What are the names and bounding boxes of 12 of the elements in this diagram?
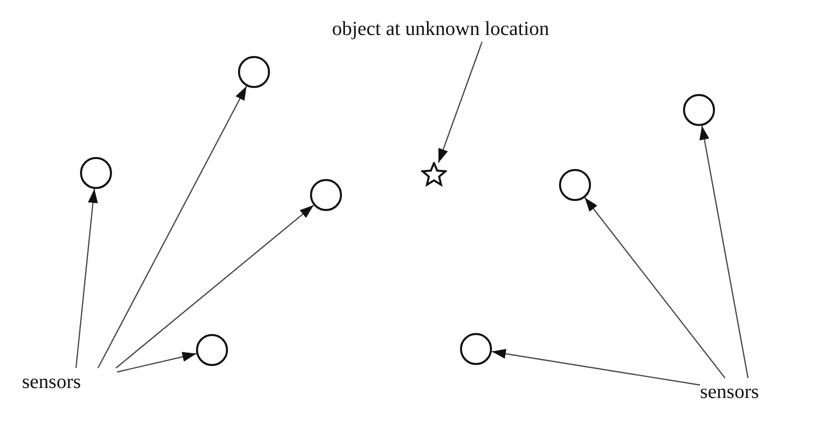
text-label: object at unknown location [332, 19, 550, 39]
arrow [584, 197, 726, 378]
text-label: sensors [22, 372, 81, 392]
arrow [116, 204, 314, 368]
arrow [116, 352, 197, 373]
text-label: sensors [700, 382, 759, 402]
arrow [438, 42, 483, 163]
arrow [492, 348, 700, 386]
arrow [97, 86, 248, 368]
arrow [699, 126, 749, 378]
object-star [421, 162, 447, 188]
arrow [75, 188, 98, 368]
